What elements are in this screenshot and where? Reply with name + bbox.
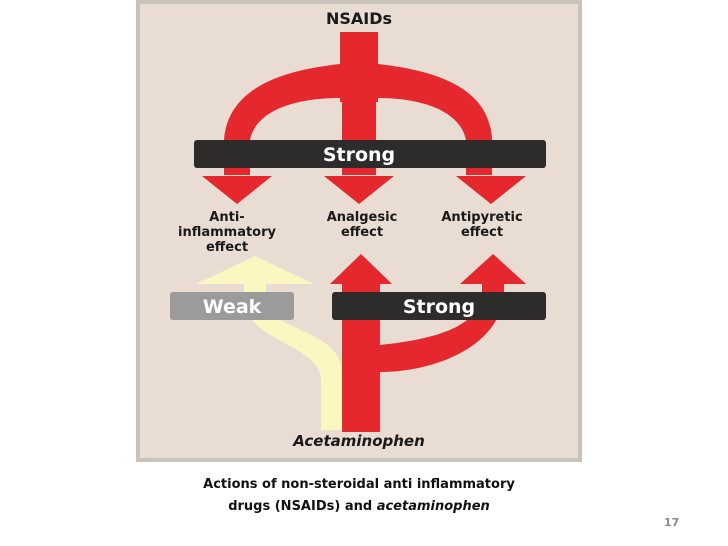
effect-anti-inflammatory-line3: effect: [206, 240, 248, 255]
arrow-up-anti-inflammatory: [196, 256, 314, 284]
nsaid-branch-left: [224, 64, 340, 175]
arrow-down-antipyretic: [456, 176, 526, 204]
acetaminophen-label: Acetaminophen: [292, 432, 425, 450]
arrow-down-analgesic: [324, 176, 394, 204]
effect-antipyretic-line2: effect: [461, 225, 503, 240]
effect-anti-inflammatory-line2: inflammatory: [178, 225, 277, 240]
nsaid-strong-bar: [194, 140, 546, 168]
arrow-up-antipyretic: [460, 254, 526, 284]
nsaid-branch-right: [378, 64, 492, 175]
slide-number: 17: [664, 516, 680, 529]
acetaminophen-branch-right: [380, 282, 504, 372]
diagram-panel: NSAIDs Strong Anti- inflammatory effect …: [136, 0, 582, 462]
weak-label: Weak: [203, 296, 262, 318]
nsaid-strong-label: Strong: [323, 144, 395, 166]
weak-bar: [170, 292, 294, 320]
caption-line-2: drugs (NSAIDs) and acetaminophen: [136, 496, 582, 518]
effect-analgesic-line1: Analgesic: [327, 210, 398, 225]
effect-analgesic-line2: effect: [341, 225, 383, 240]
nsaid-trunk: [340, 32, 378, 102]
arrow-up-analgesic: [330, 254, 392, 284]
caption-line-2-prefix: drugs (NSAIDs) and: [228, 499, 377, 514]
caption-line-1: Actions of non-steroidal anti inflammato…: [203, 477, 515, 492]
nsaids-label: NSAIDs: [326, 9, 392, 28]
figure-caption: Actions of non-steroidal anti inflammato…: [136, 474, 582, 518]
effect-antipyretic-line1: Antipyretic: [441, 210, 522, 225]
acetaminophen-strong-bar: [332, 292, 546, 320]
effect-anti-inflammatory-line1: Anti-: [209, 210, 244, 225]
arrow-down-anti-inflammatory: [202, 176, 272, 204]
acetaminophen-strong-label: Strong: [403, 296, 475, 318]
effect-labels: Anti- inflammatory effect Analgesic effe…: [178, 210, 523, 255]
caption-line-2-italic: acetaminophen: [376, 499, 490, 514]
